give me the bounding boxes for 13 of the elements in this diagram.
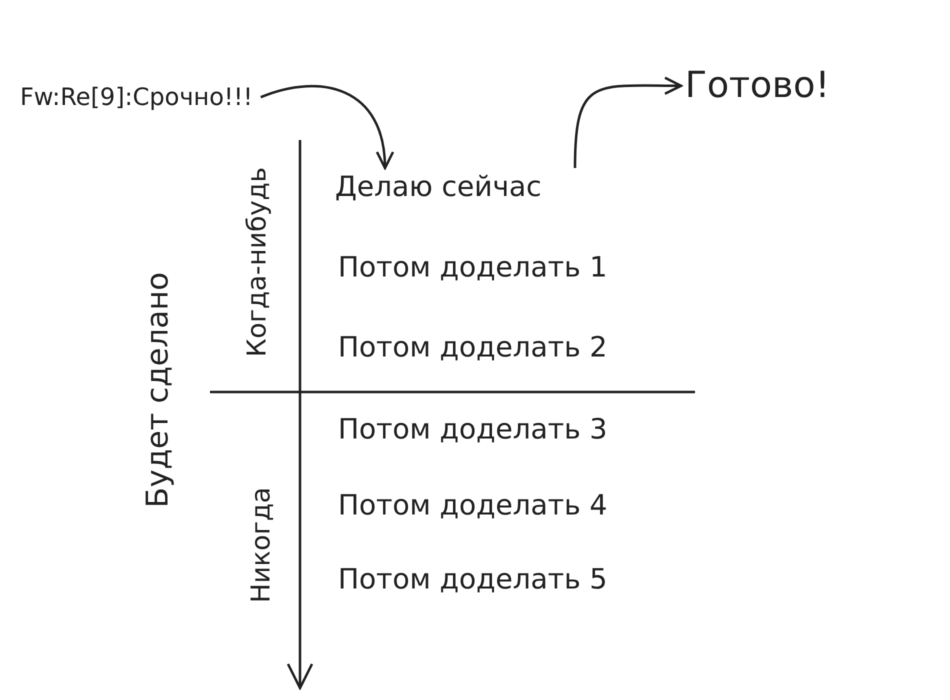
task-text: Потом доделать 2 bbox=[338, 332, 608, 364]
task-text: Потом доделать 1 bbox=[338, 252, 608, 284]
axis-label: Когда-нибудь bbox=[244, 167, 272, 357]
task-text: Потом доделать 3 bbox=[338, 414, 608, 446]
axis-label: Будет сделано bbox=[142, 272, 174, 508]
axis-label: Никогда bbox=[248, 487, 276, 603]
curved-arrow bbox=[574, 76, 682, 168]
task-text: Потом доделать 5 bbox=[338, 564, 608, 596]
note-text: Делаю сейчас bbox=[335, 172, 542, 203]
curved-arrow bbox=[260, 85, 394, 170]
note-text: Готово! bbox=[685, 66, 830, 106]
task-text: Потом доделать 4 bbox=[338, 490, 608, 522]
note-text: Fw:Re[9]:Срочно!!! bbox=[20, 84, 253, 110]
